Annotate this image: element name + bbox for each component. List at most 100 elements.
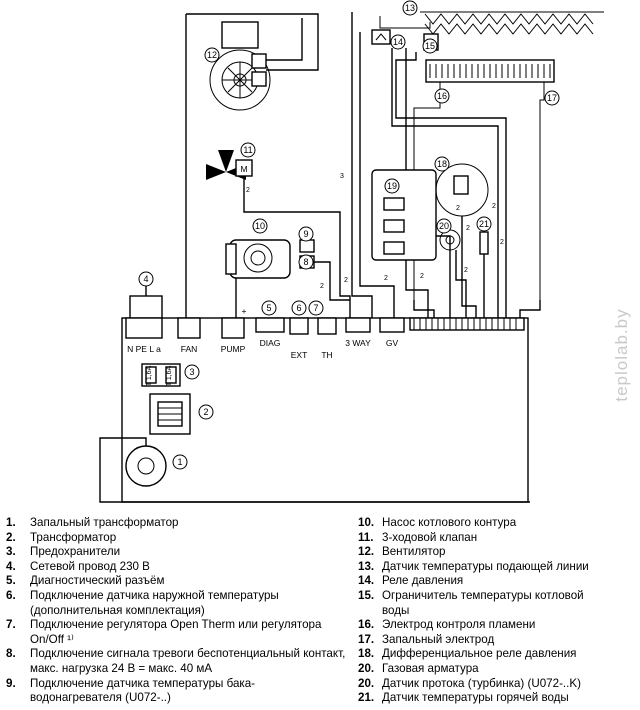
board-connectors [125, 317, 525, 339]
flow-sensor-lead [379, 16, 431, 29]
legend-item: 3.Предохранители [6, 545, 121, 559]
dhw-temp-sensor [479, 231, 489, 255]
legend-item: 11.3-ходовой клапан [358, 530, 478, 544]
label-gv: GV [386, 338, 399, 348]
callout-11: 11 [240, 142, 256, 158]
label-3way: 3 WAY [345, 338, 371, 348]
callout-14: 14 [390, 34, 406, 50]
fuse-label-1: T 1,6A [146, 365, 153, 386]
label-th: TH [321, 350, 332, 360]
callout-10: 10 [252, 218, 268, 234]
legend-item: 7.Подключение регулятора Open Therm или … [6, 618, 322, 646]
legend-item: 15.Ограничитель температуры котловой вод… [358, 588, 584, 617]
callout-1: 1 [172, 454, 188, 470]
callout-18: 18 [434, 156, 450, 172]
svg-text:2: 2 [456, 205, 460, 212]
legend-item: 21.Датчик температуры горячей воды [358, 691, 569, 705]
wire-limiter [395, 52, 507, 318]
legend-item: 1.Запальный трансформатор [6, 516, 179, 529]
callout-5: 5 [261, 300, 277, 316]
wire-3way-top [351, 12, 373, 318]
wire-fan [185, 13, 319, 318]
ignition-electrode-wire [539, 82, 545, 300]
svg-text:3: 3 [340, 173, 344, 180]
fuses [141, 363, 181, 387]
svg-text:21: 21 [479, 219, 489, 229]
legend-item: 12.Вентилятор [358, 545, 446, 559]
svg-text:2: 2 [492, 203, 496, 210]
svg-text:2: 2 [246, 187, 250, 194]
svg-text:15: 15 [425, 41, 435, 51]
legend-item: 8.Подключение сигнала тревоги беспотенци… [6, 647, 346, 675]
legend-item: 16.Электрод контроля пламени [358, 618, 536, 632]
svg-text:18: 18 [437, 159, 447, 169]
legend-item: 2.Трансформатор [6, 530, 117, 544]
label-motor: M [240, 164, 247, 174]
heat-exchanger [420, 11, 604, 35]
watermark-text: teplolab.by [612, 308, 631, 402]
diff-pressure-switch [435, 163, 489, 217]
gas-valve [371, 169, 437, 261]
svg-text:8: 8 [303, 257, 308, 267]
legend-item: 18.Дифференциальное реле давления [358, 647, 577, 661]
legend-item: 5.Диагностический разъём [6, 574, 165, 588]
callout-7: 7 [308, 300, 324, 316]
callout-13: 13 [402, 0, 418, 16]
label-diag: DIAG [260, 338, 281, 348]
callout-3: 3 [184, 364, 200, 380]
legend-item: 20.Газовая арматура [358, 661, 479, 675]
callout-6: 6 [291, 300, 307, 316]
svg-text:2: 2 [420, 273, 424, 280]
fuse-label-2: T 1,6A [166, 365, 173, 386]
svg-text:20: 20 [439, 221, 449, 231]
wire-gv [359, 32, 395, 318]
svg-text:2: 2 [384, 275, 388, 282]
svg-text:13: 13 [405, 3, 415, 13]
burner [425, 59, 555, 83]
svg-text:12: 12 [207, 50, 217, 60]
legend-item: 13.Датчик температуры подающей линии [358, 559, 589, 573]
callout-15: 15 [422, 38, 438, 54]
svg-text:14: 14 [393, 37, 403, 47]
svg-text:9: 9 [303, 229, 308, 239]
legend-item: 4.Сетевой провод 230 В [6, 559, 150, 573]
ignition-transformer [125, 445, 167, 487]
legend-item: 17.Запальный электрод [358, 632, 495, 646]
pump [225, 239, 291, 279]
legend-item: 20.Датчик протока (турбинка) (U072-..K) [358, 676, 581, 690]
svg-text:2: 2 [203, 407, 208, 417]
label-pump: PUMP [221, 344, 246, 354]
svg-text:10: 10 [255, 221, 265, 231]
legend-item: 6.Подключение датчика наружной температу… [6, 588, 279, 617]
fan [209, 21, 271, 111]
svg-text:7: 7 [313, 303, 318, 313]
callout-17: 17 [544, 90, 560, 106]
three-way-valve [206, 150, 253, 180]
callout-21: 21 [476, 216, 492, 232]
svg-text:6: 6 [296, 303, 301, 313]
svg-text:5: 5 [266, 303, 271, 313]
wiring-diagram: N PE L a FAN PUMP DIAG EXT TH 3 WAY GV +… [99, 0, 604, 503]
wire-sensor [391, 48, 499, 318]
label-pump-plus: + [242, 306, 247, 316]
label-ext: EXT [291, 350, 308, 360]
legend-item: 10.Насос котлового контура [358, 516, 517, 529]
callout-16: 16 [434, 88, 450, 104]
callout-20: 20 [436, 218, 452, 234]
svg-text:2: 2 [500, 239, 504, 246]
label-mains: N PE L a [127, 344, 161, 354]
svg-text:2: 2 [464, 267, 468, 274]
svg-text:2: 2 [320, 283, 324, 290]
svg-text:3: 3 [189, 367, 194, 377]
svg-text:11: 11 [243, 145, 252, 155]
svg-text:1: 1 [177, 457, 182, 467]
wire-marks: 2 2 2 2 2 2 2 2 2 2 3 [246, 173, 504, 290]
svg-text:17: 17 [547, 93, 557, 103]
callout-8: 8 [298, 254, 314, 270]
legend-item: 14.Реле давления [358, 574, 464, 588]
callout-19: 19 [384, 178, 400, 194]
legend-right-column: 10.Насос котлового контура 11.3-ходовой … [358, 516, 608, 706]
svg-text:4: 4 [143, 274, 148, 284]
svg-text:2: 2 [466, 225, 470, 232]
label-fan: FAN [181, 344, 198, 354]
